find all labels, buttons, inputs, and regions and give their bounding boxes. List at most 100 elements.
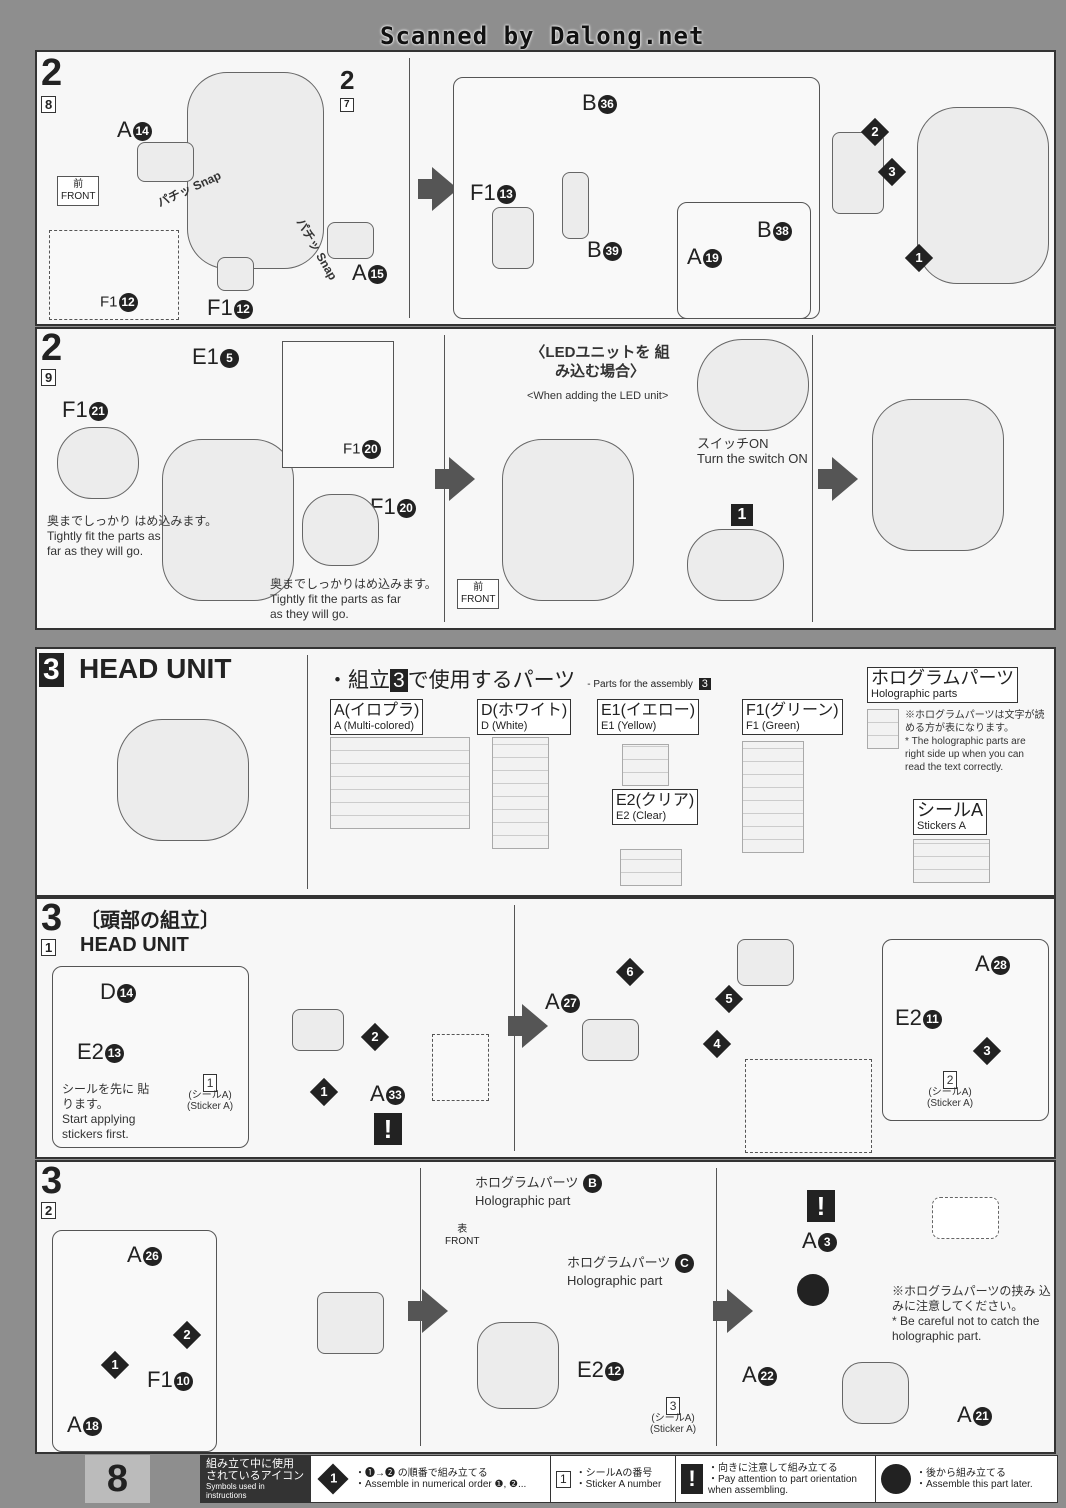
head-part-illustration: [502, 439, 634, 601]
sequence-marker: 5: [714, 984, 744, 1014]
section-title: HEAD UNIT: [79, 653, 232, 684]
detail-inset: [52, 966, 249, 1148]
part-illustration: [737, 939, 794, 986]
part-a27: [582, 1019, 639, 1061]
page-number: 8: [85, 1455, 150, 1503]
step-sub: 8: [41, 96, 57, 113]
step-number: 3: [41, 1160, 63, 1202]
legend-item-sequence: 1・❶→❷ の順番で組み立てる・Assemble in numerical or…: [311, 1456, 551, 1502]
detail-inset: [677, 202, 811, 319]
led-unit-illustration: [687, 529, 784, 601]
step-sub: 1: [41, 939, 57, 956]
orientation-warning-icon: !: [374, 1113, 402, 1145]
next-arrow: [818, 457, 858, 501]
head-part-illustration: [162, 439, 294, 601]
sticker-3: 3(シールA)(Sticker A): [650, 1397, 697, 1435]
part-a14: [137, 142, 194, 182]
holo-sheet-illustration: [867, 709, 899, 749]
divider: [812, 335, 813, 622]
sticker-1: 1(シールA)(Sticker A): [187, 1074, 234, 1112]
part-b39: [562, 172, 589, 239]
section-title-jp: 〔頭部の組立〕: [80, 910, 220, 932]
head-part-illustration: [187, 72, 324, 269]
part-illustration: [292, 1009, 344, 1051]
part-f1-12: [217, 257, 254, 291]
assemble-later-icon: [797, 1274, 829, 1306]
fit-note: 奥までしっかり はめ込みます。Tightly fit the parts as …: [47, 514, 218, 558]
runner-label-f1: F1(グリーン)F1 (Green): [742, 699, 843, 735]
led-title-en: <When adding the LED unit>: [527, 390, 669, 402]
next-arrow: [435, 457, 475, 501]
part-illustration: [932, 1197, 999, 1239]
part-f1-21: [57, 427, 139, 499]
fit-note: 奥までしっかりはめ込みます。Tightly fit the parts as f…: [270, 577, 437, 621]
sequence-marker: 3: [877, 157, 907, 187]
sticker-sheet-illustration: [913, 839, 990, 883]
runner-e1-illustration: [622, 744, 669, 786]
runner-label-e1: E1(イエロー)E1 (Yellow): [597, 699, 700, 735]
step-number: 2: [41, 52, 63, 94]
step-number: 2: [41, 327, 63, 369]
part-f1-20: [302, 494, 379, 566]
runner-e2-illustration: [620, 849, 682, 886]
step-sub: 9: [41, 369, 57, 386]
head-part-illustration: [842, 1362, 909, 1424]
sequence-marker: 2: [360, 1022, 390, 1052]
sequence-marker: 6: [615, 957, 645, 987]
runner-a-illustration: [330, 737, 470, 829]
head-part-illustration: [917, 107, 1049, 284]
divider: [307, 655, 308, 889]
next-arrow: [508, 1004, 548, 1048]
sticker-first-note: シールを先に 貼ります。Start applying stickers firs…: [62, 1082, 150, 1141]
legend-item-later: ・後から組み立てる・Assemble this part later.: [876, 1456, 1057, 1502]
ref-sub: 7: [340, 98, 354, 112]
orientation-warning-icon: !: [807, 1190, 835, 1222]
caution-note: ※ホログラムパーツの挟み 込みに注意してください。* Be careful no…: [892, 1284, 1051, 1343]
legend-item-sticker: 1・シールAの番号・Sticker A number: [551, 1456, 676, 1502]
head-part-illustration: [872, 399, 1004, 551]
led-unit-illustration: [697, 339, 809, 431]
watermark: Scanned by Dalong.net: [380, 22, 705, 50]
assemble-later-icon: [881, 1464, 911, 1494]
led-number: 1: [731, 504, 753, 526]
sequence-marker: 1: [309, 1077, 339, 1107]
next-arrow: [713, 1289, 753, 1333]
head-part-illustration: [477, 1322, 559, 1409]
divider: [409, 58, 410, 318]
part-f1-13: [492, 207, 534, 269]
detail-inset: [882, 939, 1049, 1121]
sequence-marker: 4: [702, 1029, 732, 1059]
